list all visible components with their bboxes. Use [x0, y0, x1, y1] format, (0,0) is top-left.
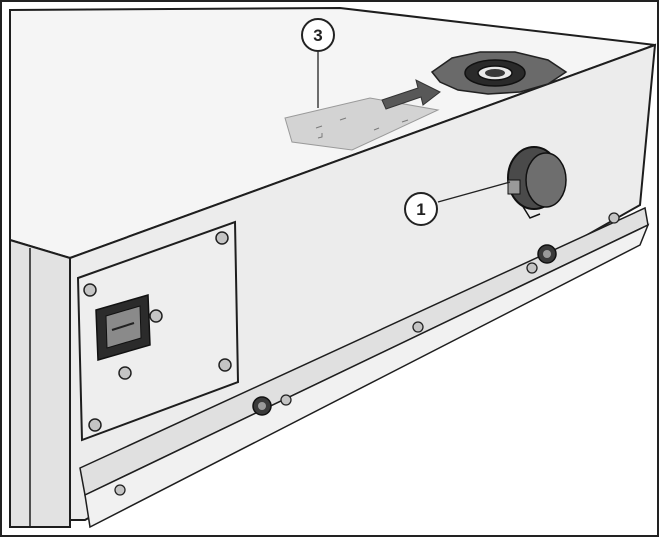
drum-lock-opening	[430, 51, 568, 95]
base-plinth	[84, 223, 650, 529]
power-inlet-icon	[95, 294, 151, 361]
label-plate-marks	[315, 117, 409, 139]
transport-lock-icon	[507, 146, 567, 219]
foot-icon	[252, 244, 557, 416]
callout-1-label: 1	[416, 200, 425, 219]
callout-1: 1	[404, 181, 511, 226]
callout-3: 3	[301, 18, 335, 108]
label-plate	[284, 97, 440, 151]
connection-plate	[76, 220, 240, 442]
ledge-screws	[114, 212, 620, 496]
side-panel	[9, 238, 71, 528]
arrow-icon	[381, 79, 441, 110]
callout-3-label: 3	[313, 26, 322, 45]
screw-icon	[83, 231, 232, 432]
